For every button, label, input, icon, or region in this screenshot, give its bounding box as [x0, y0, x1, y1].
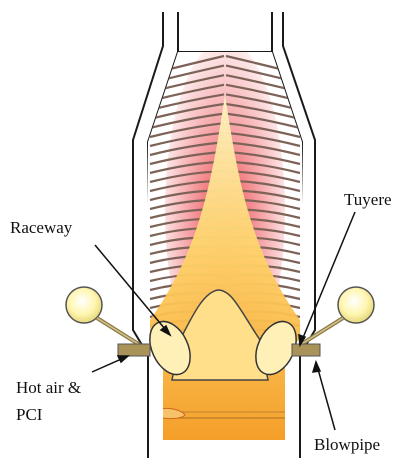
tuyere-right-icon	[292, 344, 320, 356]
hot-air-bulb-right-icon	[338, 287, 374, 323]
label-hot-air-line1: Hot air &	[16, 377, 81, 398]
label-hot-air-line2: PCI	[16, 404, 42, 425]
label-raceway: Raceway	[10, 217, 72, 238]
furnace-interior	[140, 40, 310, 450]
hot-air-bulb-left-icon	[66, 287, 102, 323]
label-blowpipe: Blowpipe	[314, 434, 380, 455]
label-tuyere: Tuyere	[344, 189, 392, 210]
tuyere-left-icon	[118, 344, 150, 356]
left-tuyere-assembly	[66, 287, 150, 356]
